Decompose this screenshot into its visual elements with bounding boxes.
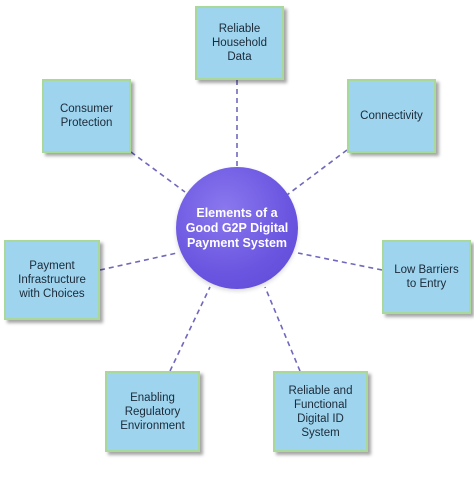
center-node: Elements of a Good G2P Digital Payment S… [176, 167, 298, 289]
connector-payment-infrastructure [99, 252, 178, 271]
node-enabling-regulatory-environment: Enabling Regulatory Environment [105, 371, 200, 452]
connector-regulatory-environment [169, 286, 211, 372]
center-node-label: Elements of a Good G2P Digital Payment S… [185, 205, 289, 250]
node-connectivity: Connectivity [347, 79, 436, 153]
connector-consumer-protection [130, 151, 186, 193]
node-reliable-functional-digital-id: Reliable and Functional Digital ID Syste… [273, 371, 368, 452]
node-payment-infrastructure: Payment Infrastructure with Choices [4, 240, 100, 320]
node-label: Connectivity [360, 110, 423, 122]
node-label: Consumer Protection [59, 103, 114, 129]
node-reliable-household-data: Reliable Household Data [195, 6, 284, 80]
node-label: Low Barriers to Entry [394, 264, 459, 290]
connector-low-barriers [297, 252, 383, 271]
node-label: Enabling Regulatory Environment [120, 391, 185, 432]
node-label: Reliable and Functional Digital ID Syste… [288, 384, 353, 439]
connector-digital-id [264, 286, 301, 372]
node-consumer-protection: Consumer Protection [42, 79, 131, 153]
node-label: Reliable Household Data [212, 23, 267, 63]
node-label: Payment Infrastructure with Choices [18, 260, 86, 300]
node-low-barriers-to-entry: Low Barriers to Entry [382, 240, 471, 314]
connector-connectivity [286, 149, 348, 196]
